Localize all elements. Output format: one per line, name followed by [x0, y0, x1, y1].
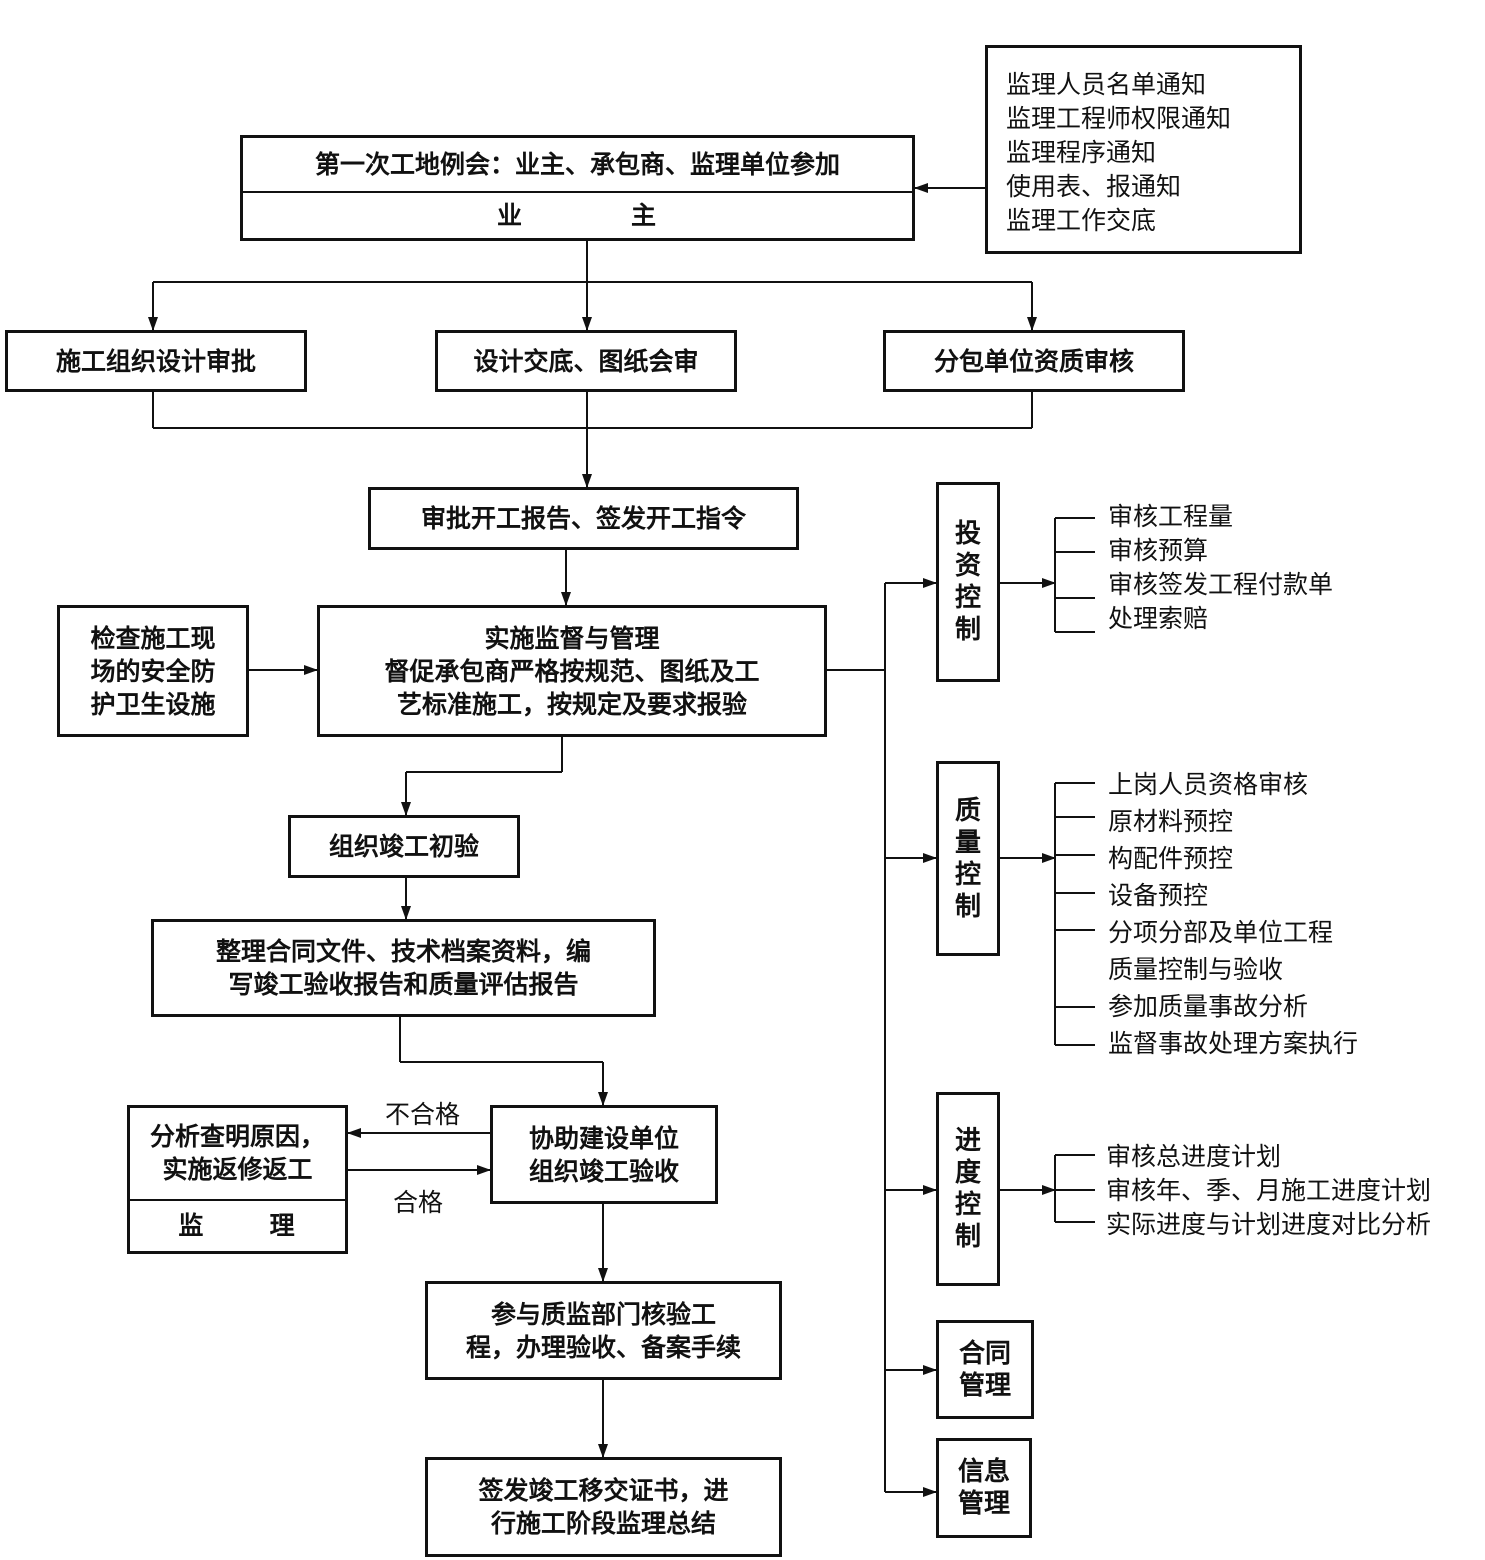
- progress-label-char: 进: [954, 1126, 981, 1156]
- investment-control-box: 投 资 控 制: [936, 482, 1000, 682]
- investment-item: 审核工程量: [1108, 502, 1234, 531]
- quality-dept-box: 参与质监部门核验工 程，办理验收、备案手续: [425, 1281, 782, 1380]
- contract-label-line: 合同: [958, 1338, 1011, 1369]
- investment-item: 审核预算: [1108, 536, 1209, 565]
- quality-item: 监督事故处理方案执行: [1108, 1029, 1359, 1058]
- contract-management-box: 合同 管理: [936, 1320, 1034, 1419]
- supervisor-label: 监 理: [178, 1211, 297, 1241]
- notice-item: 监理人员名单通知: [1006, 70, 1207, 99]
- quality-items: 上岗人员资格审核 原材料预控 构配件预控 设备预控 分项分部及单位工程 质量控制…: [1108, 766, 1358, 1062]
- notice-item: 监理工作交底: [1006, 206, 1157, 235]
- notice-item: 监理工程师权限通知: [1006, 104, 1232, 133]
- notices-box: 监理人员名单通知 监理工程师权限通知 监理程序通知 使用表、报通知 监理工作交底: [985, 45, 1302, 254]
- supervision-line: 艺标准施工，按规定及要求报验: [396, 689, 747, 719]
- documents-line: 整理合同文件、技术档案资料，编: [215, 937, 591, 966]
- notice-item: 监理程序通知: [1006, 138, 1157, 167]
- supervision-line: 督促承包商严格按规范、图纸及工: [384, 656, 760, 686]
- analysis-line: 分析查明原因，: [149, 1122, 325, 1152]
- construction-design-approval-box: 施工组织设计审批: [5, 330, 307, 392]
- start-approval-box: 审批开工报告、签发开工指令: [368, 487, 799, 550]
- investment-label-char: 控: [954, 583, 981, 613]
- analysis-line: 实施返修返工: [162, 1155, 313, 1185]
- supervision-box: 实施监督与管理 督促承包商严格按规范、图纸及工 艺标准施工，按规定及要求报验: [317, 605, 827, 737]
- qualified-label: 合格: [393, 1188, 444, 1217]
- information-label-line: 信息: [957, 1457, 1010, 1487]
- progress-items: 审核总进度计划 审核年、季、月施工进度计划 实际进度与计划进度对比分析: [1106, 1140, 1431, 1242]
- quality-item: 原材料预控: [1108, 807, 1234, 836]
- assist-line: 组织竣工验收: [528, 1156, 679, 1186]
- quality-item: 参加质量事故分析: [1108, 992, 1309, 1021]
- unqualified-label: 不合格: [385, 1100, 461, 1129]
- safety-check-box: 检查施工现 场的安全防 护卫生设施: [57, 605, 249, 737]
- quality-item: 分项分部及单位工程: [1108, 918, 1334, 947]
- quality-dept-line: 参与质监部门核验工: [490, 1299, 716, 1329]
- quality-control-box: 质 量 控 制: [936, 761, 1000, 956]
- quality-dept-line: 程，办理验收、备案手续: [465, 1332, 741, 1362]
- notice-item: 使用表、报通知: [1006, 172, 1182, 201]
- quality-item: 构配件预控: [1108, 844, 1234, 873]
- progress-control-box: 进 度 控 制: [936, 1092, 1000, 1286]
- handover-line: 行施工阶段监理总结: [490, 1509, 716, 1538]
- documents-box: 整理合同文件、技术档案资料，编 写竣工验收报告和质量评估报告: [151, 919, 656, 1017]
- quality-item: 上岗人员资格审核: [1108, 770, 1309, 799]
- quality-label-char: 量: [954, 827, 981, 858]
- information-label-line: 管理: [957, 1489, 1010, 1519]
- supervision-line: 实施监督与管理: [484, 623, 660, 653]
- safety-check-line: 护卫生设施: [90, 689, 216, 719]
- documents-line: 写竣工验收报告和质量评估报告: [228, 970, 579, 999]
- progress-label-char: 度: [954, 1158, 981, 1188]
- investment-label-char: 制: [954, 615, 981, 645]
- investment-item: 处理索赔: [1108, 604, 1209, 633]
- subcontractor-qualification-box: 分包单位资质审核: [883, 330, 1185, 392]
- analysis-text: 分析查明原因， 实施返修返工: [130, 1108, 345, 1201]
- investment-items: 审核工程量 审核预算 审核签发工程付款单 处理索赔: [1108, 500, 1333, 636]
- progress-label-char: 控: [954, 1190, 981, 1220]
- quality-item: 设备预控: [1108, 881, 1209, 910]
- first-meeting-title: 第一次工地例会：业主、承包商、监理单位参加: [243, 138, 912, 193]
- contract-label-line: 管理: [958, 1370, 1011, 1401]
- owner-label: 业 主: [496, 200, 659, 230]
- assist-line: 协助建设单位: [528, 1123, 679, 1153]
- progress-item: 审核总进度计划: [1106, 1142, 1282, 1171]
- first-meeting-box: 第一次工地例会：业主、承包商、监理单位参加 业 主: [240, 135, 915, 241]
- analysis-box: 分析查明原因， 实施返修返工 监 理: [127, 1105, 348, 1254]
- design-disclosure-box: 设计交底、图纸会审: [435, 330, 737, 392]
- preliminary-acceptance-box: 组织竣工初验: [288, 815, 520, 878]
- investment-label-char: 投: [954, 519, 981, 549]
- safety-check-line: 场的安全防: [90, 656, 216, 686]
- progress-item: 实际进度与计划进度对比分析: [1106, 1210, 1432, 1239]
- progress-item: 审核年、季、月施工进度计划: [1106, 1176, 1432, 1205]
- quality-label-char: 质: [954, 795, 981, 826]
- investment-item: 审核签发工程付款单: [1108, 570, 1334, 599]
- safety-check-line: 检查施工现: [90, 623, 216, 653]
- investment-label-char: 资: [954, 551, 981, 581]
- assist-acceptance-box: 协助建设单位 组织竣工验收: [490, 1105, 718, 1204]
- information-management-box: 信息 管理: [936, 1438, 1032, 1538]
- handover-line: 签发竣工移交证书，进: [478, 1476, 729, 1505]
- progress-label-char: 制: [954, 1222, 981, 1252]
- quality-item: 质量控制与验收: [1108, 955, 1284, 984]
- quality-label-char: 控: [954, 859, 981, 890]
- quality-label-char: 制: [954, 891, 981, 922]
- handover-box: 签发竣工移交证书，进 行施工阶段监理总结: [425, 1457, 782, 1557]
